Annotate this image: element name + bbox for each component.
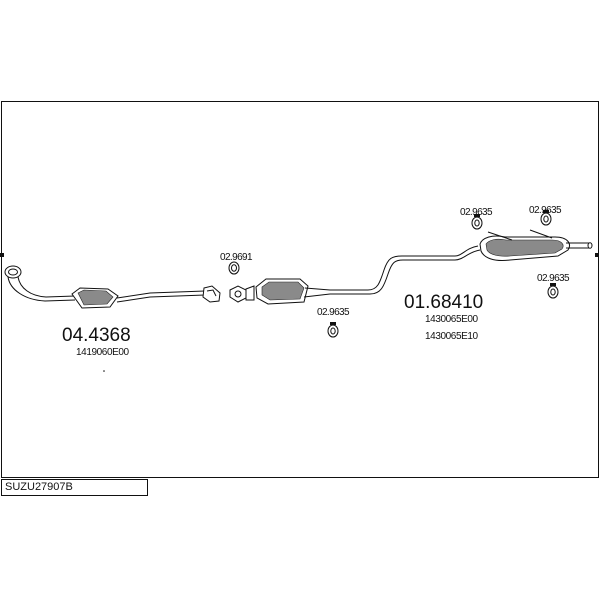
frame-marker-left <box>0 253 4 257</box>
center-catalytic-assembly[interactable] <box>229 278 331 305</box>
diagram-code-box: SUZU27907B <box>1 479 148 496</box>
gasket-ring[interactable] <box>228 261 240 275</box>
rear-silencer-oem-1: 1430065E00 <box>425 314 479 325</box>
intermediate-pipe[interactable] <box>330 245 481 295</box>
rubber-mount-center[interactable] <box>327 322 339 338</box>
diagram-code: SUZU27907B <box>5 481 73 493</box>
front-catalytic-oem: 1419060E00 <box>76 347 130 358</box>
frame-marker-right <box>595 253 599 257</box>
dot-mark <box>103 370 105 372</box>
mount-rear-left-part-number: 02.9635 <box>460 207 493 218</box>
diagram-frame <box>1 101 599 478</box>
rear-silencer[interactable] <box>479 229 593 261</box>
mount-center-part-number: 02.9635 <box>317 307 350 318</box>
rear-silencer-part-number: 01.68410 <box>404 292 483 313</box>
rubber-mount-tail[interactable] <box>547 283 559 299</box>
rubber-mount-rear-right[interactable] <box>540 210 552 226</box>
front-catalytic-part-number: 04.4368 <box>62 325 131 346</box>
rubber-mount-rear-left[interactable] <box>471 214 483 230</box>
mount-rear-right-part-number: 02.9635 <box>529 205 562 216</box>
gasket-part-number: 02.9691 <box>220 252 253 263</box>
rear-silencer-oem-2: 1430065E10 <box>425 331 479 342</box>
mount-tail-part-number: 02.9635 <box>537 273 570 284</box>
front-catalytic-assembly[interactable] <box>4 265 221 309</box>
